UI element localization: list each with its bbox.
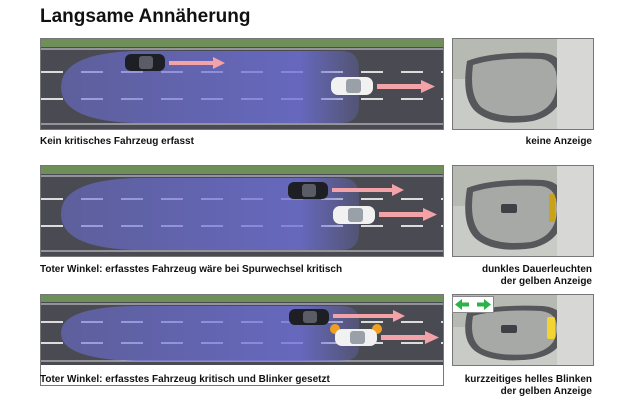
road-caption-2: Toter Winkel: erfasstes Fahrzeug wäre be… xyxy=(40,264,343,275)
mirror-caption-line: dunkles Dauerleuchten xyxy=(481,264,592,275)
mirror-icon xyxy=(453,166,593,256)
road-caption-1: Kein kritisches Fahrzeug erfasst xyxy=(40,136,194,147)
white-car-icon xyxy=(331,77,373,95)
road-caption-3: Toter Winkel: erfasstes Fahrzeug kritisc… xyxy=(40,374,330,385)
mirror-caption-line: der gelben Anzeige xyxy=(500,386,592,397)
mirror-caption-line: kurzzeitiges helles Blinken xyxy=(464,374,592,385)
mirror-caption-3: kurzzeitiges helles Blinken der gelben A… xyxy=(465,374,592,398)
road-panel-2 xyxy=(40,165,444,257)
mirror-icon xyxy=(453,295,593,365)
motion-arrow-icon xyxy=(332,184,404,196)
mirror-caption-2: dunkles Dauerleuchten der gelben Anzeige xyxy=(482,264,592,288)
indicator-light-steady xyxy=(549,194,555,222)
motion-arrow-icon xyxy=(333,310,405,322)
motion-arrow-icon xyxy=(381,331,439,344)
indicator-light-flashing xyxy=(547,317,555,339)
white-car-icon xyxy=(335,329,377,346)
mirror-caption-line: der gelben Anzeige xyxy=(500,276,592,287)
blind-spot-zone xyxy=(61,306,359,361)
mirror-panel-3 xyxy=(452,294,594,366)
mirror-panel-2 xyxy=(452,165,594,257)
dark-car-icon xyxy=(289,309,329,325)
white-car-icon xyxy=(333,206,375,224)
road-panel-3 xyxy=(40,294,444,386)
motion-arrow-icon xyxy=(377,80,435,93)
mirror-icon xyxy=(453,39,593,129)
blind-spot-zone xyxy=(61,178,359,250)
mirror-caption-1: keine Anzeige xyxy=(525,136,592,147)
motion-arrow-icon xyxy=(379,208,437,221)
dark-car-icon xyxy=(288,182,328,199)
mirror-panel-1 xyxy=(452,38,594,130)
page-title: Langsame Annäherung xyxy=(40,6,251,27)
dark-car-icon xyxy=(125,54,165,71)
turn-signal-arrows-icon xyxy=(452,296,494,313)
road-panel-1 xyxy=(40,38,444,130)
motion-arrow-icon xyxy=(169,57,225,69)
